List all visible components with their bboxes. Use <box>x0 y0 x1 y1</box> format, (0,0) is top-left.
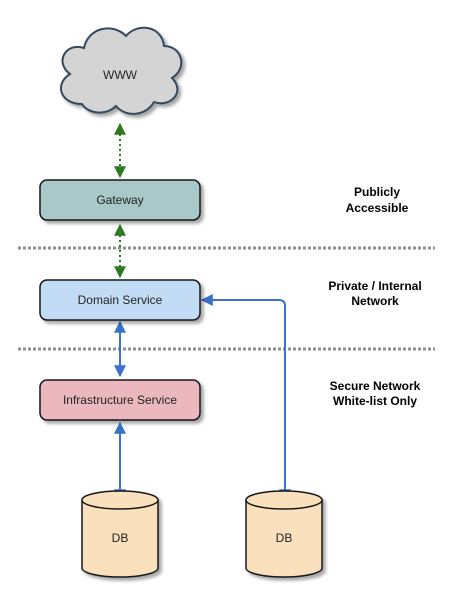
db-left-label: DB <box>112 531 129 545</box>
www-cloud: WWW <box>59 26 183 115</box>
zone-private-line2: Network <box>351 294 399 308</box>
db-left-cylinder <box>81 490 159 578</box>
domain-service-node: Domain Service <box>39 279 201 321</box>
zone-secure-line1: Secure Network <box>330 379 421 393</box>
db-left-node: DB <box>81 490 159 578</box>
zone-label-private: Private / Internal Network <box>328 279 421 308</box>
gateway-label: Gateway <box>96 193 143 207</box>
db-right-cylinder <box>245 490 323 578</box>
gateway-box <box>39 179 201 221</box>
db-right-node: DB <box>245 490 323 578</box>
zone-label-secure: Secure Network White-list Only <box>330 379 421 408</box>
domain-service-box <box>39 279 201 321</box>
www-label: WWW <box>103 68 138 82</box>
connector-domain-db-right <box>200 294 291 502</box>
zone-secure-line2: White-list Only <box>333 394 417 408</box>
db-right-label: DB <box>276 531 293 545</box>
gateway-node: Gateway <box>39 179 201 221</box>
cloud-shape <box>59 26 183 115</box>
domain-service-label: Domain Service <box>78 293 163 307</box>
db-left-rim <box>81 499 159 510</box>
infrastructure-service-node: Infrastructure Service <box>39 379 201 421</box>
infrastructure-service-label: Infrastructure Service <box>63 393 177 407</box>
zone-public-line1: Publicly <box>354 185 400 199</box>
zone-public-line2: Accessible <box>346 201 409 215</box>
db-right-rim <box>245 499 323 510</box>
infrastructure-service-box <box>39 379 201 421</box>
zone-label-public: Publicly Accessible <box>346 185 409 215</box>
zone-private-line1: Private / Internal <box>328 279 421 293</box>
